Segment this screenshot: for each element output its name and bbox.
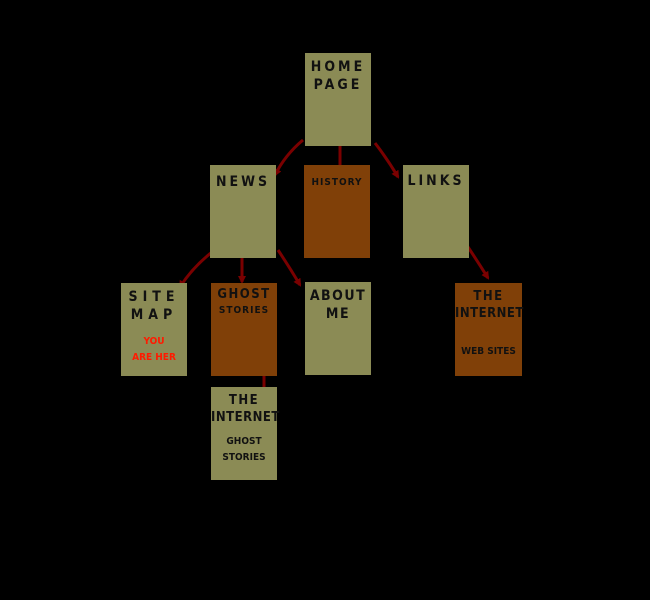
- node-about-me[interactable]: ABOUT ME: [305, 282, 371, 375]
- arrow-home-links: [373, 142, 400, 179]
- node-links[interactable]: LINKS: [403, 165, 469, 258]
- ghost-stories-label-line1: GHOST: [217, 287, 271, 302]
- site-map-label-line1: SITE: [128, 289, 180, 305]
- you-are-here-note-line1: YOU: [143, 336, 165, 347]
- history-label: HISTORY: [311, 177, 363, 188]
- ghost-stories-label-line2: STORIES: [218, 305, 270, 316]
- internet-ghost-sub-label-line2: STORIES: [222, 452, 266, 463]
- node-the-internet-ghost[interactable]: THE INTERNET GHOST STORIES: [211, 387, 280, 480]
- node-news[interactable]: NEWS: [210, 165, 276, 258]
- site-map-label-line2: MAP: [130, 307, 178, 323]
- you-are-here-note-line2: ARE HER: [132, 352, 176, 363]
- about-me-label-line1: ABOUT: [309, 288, 367, 304]
- internet-ghost-label-line2: INTERNET: [211, 410, 280, 425]
- node-the-internet-links[interactable]: THE INTERNET WEB SITES: [455, 283, 524, 376]
- node-home-page[interactable]: HOME PAGE: [305, 53, 371, 146]
- arrow-news-about: [276, 249, 302, 287]
- home-page-label-line1: HOME: [310, 59, 366, 75]
- about-me-label-line2: ME: [325, 306, 351, 322]
- home-page-label-line2: PAGE: [313, 77, 363, 93]
- node-ghost-stories[interactable]: GHOST STORIES: [211, 283, 277, 376]
- news-label: NEWS: [215, 174, 271, 190]
- internet-ghost-label-line1: THE: [228, 393, 260, 408]
- internet-links-label-line1: THE: [473, 289, 504, 304]
- arrow-home-news: [273, 138, 304, 177]
- arrow-links-internet: [464, 243, 490, 280]
- arrow-news-sitemap: [178, 250, 213, 289]
- node-site-map[interactable]: SITE MAP YOU ARE HER: [121, 283, 187, 376]
- internet-ghost-sub-label-line1: GHOST: [226, 436, 262, 447]
- internet-links-sub-label: WEB SITES: [461, 346, 516, 357]
- links-label: LINKS: [407, 173, 465, 189]
- internet-links-label-line2: INTERNET: [455, 306, 524, 321]
- node-history[interactable]: HISTORY: [304, 165, 370, 258]
